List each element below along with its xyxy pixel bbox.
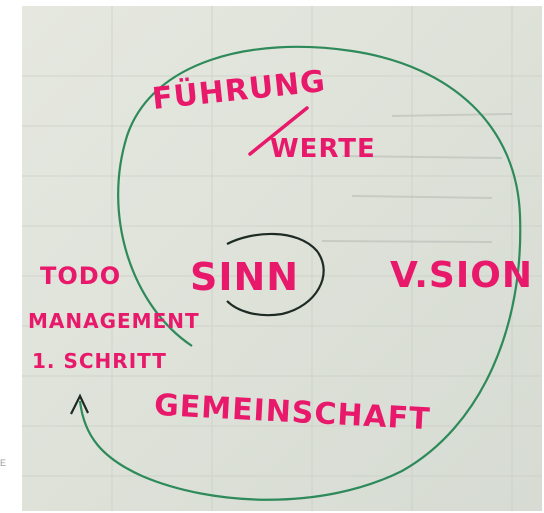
label-sinn: SINN	[190, 255, 300, 299]
label-werte: WERTE	[270, 134, 376, 164]
paper-grid	[22, 6, 542, 511]
paper-sketch	[22, 6, 542, 511]
label-todo: TODO	[40, 262, 122, 290]
inner-spiral-line	[226, 232, 325, 317]
background-scribbles	[321, 113, 513, 243]
label-schritt: 1. SCHRITT	[32, 349, 167, 373]
edge-letter: E	[0, 458, 7, 468]
fuehrung-werte-divider	[248, 106, 309, 156]
label-vision: V.SION	[390, 255, 533, 296]
outer-spiral-line	[78, 45, 522, 501]
label-management: MANAGEMENT	[28, 309, 200, 333]
spiral-arrow-head	[70, 393, 89, 415]
whiteboard-photo: FÜHRUNG WERTE SINN V.SION TODO MANAGEMEN…	[22, 6, 542, 511]
